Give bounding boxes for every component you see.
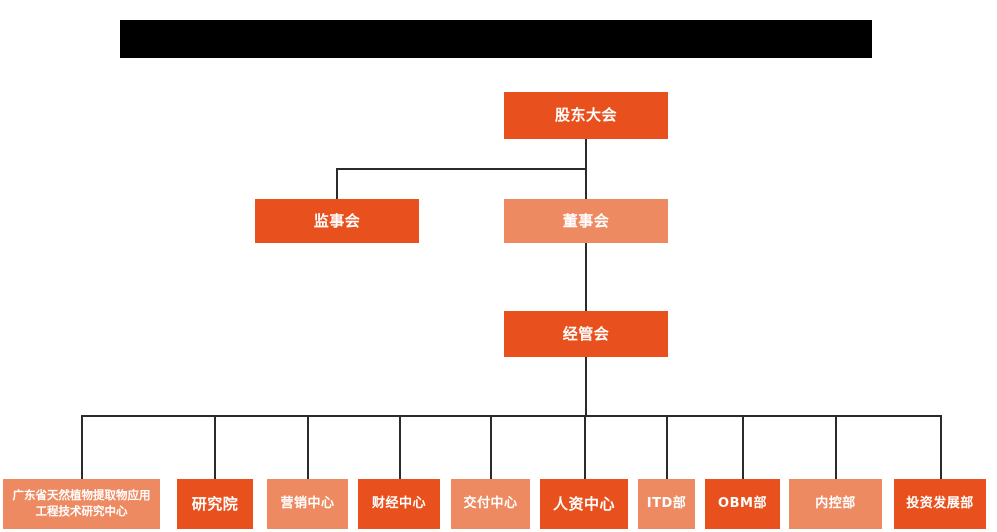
node-board-of-directors[interactable]: 董事会 <box>504 199 668 243</box>
node-management-committee[interactable]: 经管会 <box>504 311 668 357</box>
connector-drop-directors <box>585 168 587 199</box>
connector-shareholders-stem <box>585 139 587 169</box>
connector-management-stem <box>585 357 587 416</box>
node-research-institute[interactable]: 研究院 <box>177 479 253 529</box>
connector-drop-dept-9 <box>835 415 837 479</box>
connector-drop-dept-1 <box>81 415 83 479</box>
connector-level1-bus <box>336 168 587 170</box>
node-investment-development-department[interactable]: 投资发展部 <box>894 479 986 529</box>
node-marketing-center[interactable]: 营销中心 <box>267 479 348 529</box>
node-shareholders-meeting[interactable]: 股东大会 <box>504 92 668 139</box>
connector-drop-dept-5 <box>490 415 492 479</box>
node-internal-control-department[interactable]: 内控部 <box>789 479 882 529</box>
connector-drop-supervisors <box>336 168 338 199</box>
connector-directors-to-management <box>585 243 587 311</box>
node-finance-center[interactable]: 财经中心 <box>358 479 440 529</box>
node-board-of-supervisors[interactable]: 监事会 <box>255 199 419 243</box>
node-delivery-center[interactable]: 交付中心 <box>451 479 530 529</box>
connector-drop-dept-4 <box>399 415 401 479</box>
node-itd-department[interactable]: ITD部 <box>638 479 695 529</box>
node-guangdong-research-center[interactable]: 广东省天然植物提取物应用工程技术研究中心 <box>3 479 160 529</box>
connector-drop-dept-7 <box>666 415 668 479</box>
connector-drop-dept-2 <box>214 415 216 479</box>
connector-drop-dept-3 <box>307 415 309 479</box>
connector-drop-dept-10 <box>940 415 942 479</box>
node-hr-center[interactable]: 人资中心 <box>540 479 628 529</box>
node-obm-department[interactable]: OBM部 <box>705 479 780 529</box>
connector-drop-dept-8 <box>742 415 744 479</box>
connector-drop-dept-6 <box>584 415 586 479</box>
connector-department-bus <box>81 415 941 417</box>
redacted-title-bar <box>120 20 872 58</box>
